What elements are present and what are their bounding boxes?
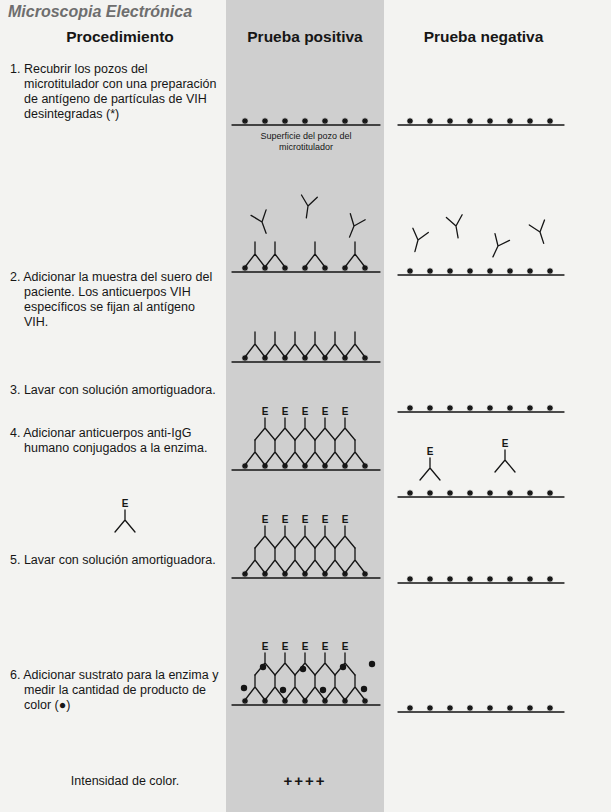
enzyme-label: E: [299, 641, 311, 652]
enzyme-label: E: [259, 406, 271, 417]
step-text: 1. Recubrir los pozos del microtitulador…: [10, 62, 222, 122]
column-header: Prueba positiva: [226, 28, 384, 46]
intensity-mark: ++++: [226, 772, 384, 790]
enzyme-label: E: [279, 406, 291, 417]
enzyme-label: E: [279, 514, 291, 525]
enzyme-label: E: [259, 641, 271, 652]
enzyme-label: E: [299, 406, 311, 417]
enzyme-label: E: [319, 514, 331, 525]
intensity-label: Intensidad de color.: [40, 774, 210, 789]
enzyme-label: E: [319, 641, 331, 652]
step-text: 4. Adicionar anticuerpos anti-IgG humano…: [10, 426, 222, 456]
enzyme-label: E: [339, 514, 351, 525]
step-text: 2. Adicionar la muestra del suero del pa…: [10, 270, 222, 330]
enzyme-label: E: [424, 446, 436, 457]
enzyme-label: E: [119, 498, 131, 509]
column-header: Procedimiento: [30, 28, 210, 46]
enzyme-label: E: [339, 406, 351, 417]
step-text: 3. Lavar con solución amortiguadora.: [10, 383, 222, 398]
enzyme-label: E: [259, 514, 271, 525]
page-heading: Microscopia Electrónica: [8, 2, 223, 21]
column-header: Prueba negativa: [396, 28, 571, 46]
enzyme-label: E: [339, 641, 351, 652]
enzyme-label: E: [299, 514, 311, 525]
step-text: 5. Lavar con solución amortiguadora.: [10, 553, 222, 568]
enzyme-label: E: [319, 406, 331, 417]
surface-label: Superficie del pozo del microtitulador: [246, 131, 366, 152]
step-text: 6. Adicionar sustrato para la enzima y m…: [10, 668, 222, 713]
enzyme-label: E: [499, 438, 511, 449]
enzyme-label: E: [279, 641, 291, 652]
